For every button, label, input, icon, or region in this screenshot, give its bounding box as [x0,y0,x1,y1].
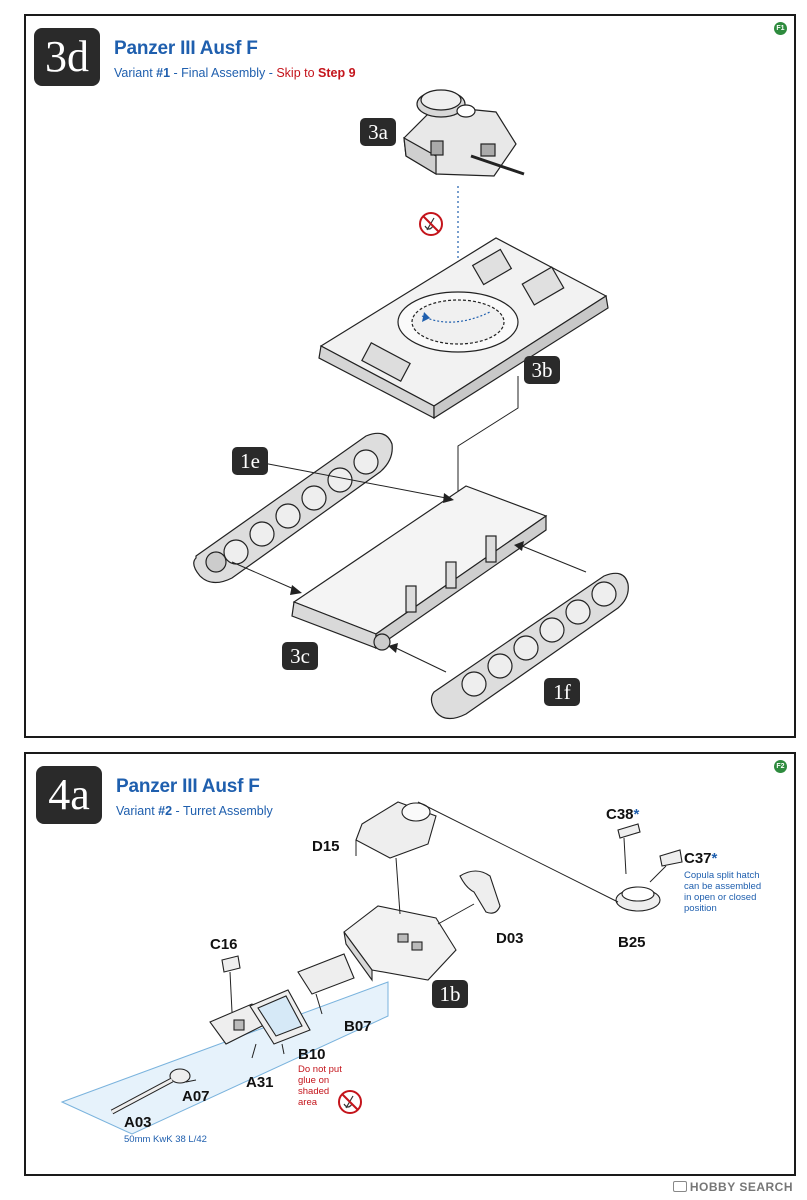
gun-note: 50mm KwK 38 L/42 [124,1134,207,1145]
part-label-d03: D03 [496,930,524,947]
turret-roof-drawing [355,801,437,859]
glue-note-line: glue on [298,1075,330,1086]
variant-number: #2 [158,804,173,818]
c37-star: * [711,850,718,867]
skip-step: Step 9 [318,66,356,80]
sub-badge-3a: 3a [360,118,396,146]
step-3d-panel: 3d Panzer III Ausf F Variant #1 - Final … [24,14,796,738]
step-4a-panel: 4a Panzer III Ausf F Variant #2 - Turret… [24,752,796,1176]
cupola-ring-drawing [615,886,661,912]
glue-note-line: Do not put [298,1064,342,1075]
hatch-note-line: position [684,903,717,914]
step-4a-illustration [60,801,683,1135]
turret-drawing [403,89,525,177]
step-4a-title: Panzer III Ausf F [116,776,260,797]
variant-number: #1 [156,66,171,80]
sub-badge-1b: 1b [432,980,468,1008]
variant-prefix: Variant [116,804,159,818]
part-label-b25: B25 [618,934,646,951]
c16-part [221,955,241,973]
c38-part [617,823,641,839]
step-3d-subtitle: Variant #1 - Final Assembly - Skip to St… [114,66,356,80]
gun-mount-drawing [297,953,355,995]
no-glue-icon [338,1090,362,1114]
c38-text: C38 [606,806,634,823]
variant-text: - Turret Assembly [172,804,273,818]
variant-text: - Final Assembly - [170,66,277,80]
c37-part [659,849,683,867]
left-track-drawing [193,432,393,584]
step-4a-subtitle: Variant #2 - Turret Assembly [116,804,273,818]
step-badge-3d: 3d [34,28,100,86]
sub-badge-1f: 1f [544,678,580,706]
hatch-note-line: can be assembled [684,881,762,892]
part-label-c16: C16 [210,936,238,953]
part-label-b07: B07 [344,1018,372,1035]
sub-badge-1e: 1e [232,447,268,475]
glue-note-line: area [298,1097,318,1108]
lower-hull-drawing [291,485,548,651]
hatch-part-drawing [459,870,501,914]
upper-hull-drawing [318,237,609,420]
sub-badge-3c: 3c [282,642,318,670]
gun-shield-drawing [249,989,311,1045]
hatch-note-line: Copula split hatch [684,870,760,881]
watermark-text: HOBBY SEARCH [689,1180,793,1194]
variant-prefix: Variant [114,66,157,80]
turret-body-drawing [343,905,457,982]
part-label-c37: C37* [684,850,717,867]
step-badge-4a: 4a [36,766,102,824]
part-label-b10: B10 [298,1046,326,1063]
step-3d-illustration [193,89,629,720]
part-label-a03: A03 [124,1114,152,1131]
skip-text: Skip to [276,66,319,80]
sub-badge-3b: 3b [524,356,560,384]
c38-star: * [633,806,640,823]
hatch-note-line: in open or closed [684,892,757,903]
page-code-f1: F1 [774,22,787,35]
gun-collar-drawing [169,1068,191,1084]
right-track-drawing [430,572,629,720]
hatch-note: Copula split hatch can be assembled in o… [684,870,761,914]
watermark: HOBBY SEARCH [672,1180,793,1194]
part-label-a31: A31 [246,1074,274,1091]
no-glue-icon [419,212,443,236]
part-label-d15: D15 [312,838,340,855]
camera-icon [672,1181,687,1192]
page-code-f2: F2 [774,760,787,773]
c37-text: C37 [684,850,712,867]
glue-note: Do not put glue on shaded area [298,1064,342,1108]
glue-note-line: shaded [298,1086,330,1097]
part-label-a07: A07 [182,1088,210,1105]
part-label-c38: C38* [606,806,639,823]
step-3d-title: Panzer III Ausf F [114,38,258,59]
